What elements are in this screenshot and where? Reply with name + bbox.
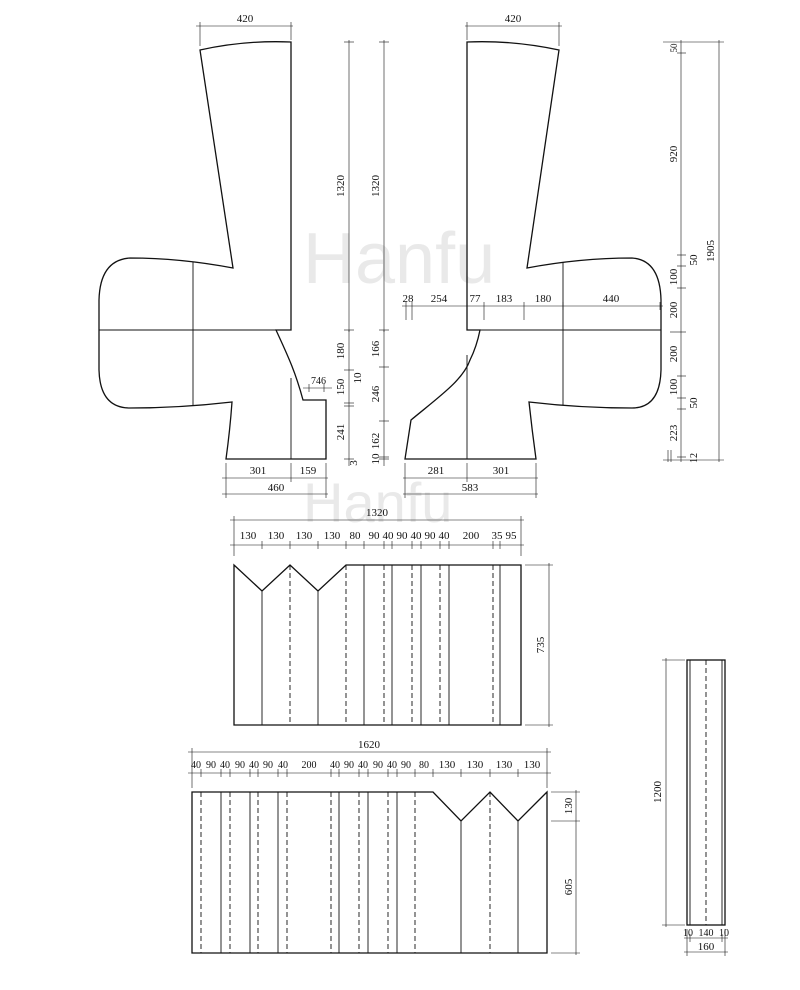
dim-upper-seg-10: 40 — [439, 530, 451, 542]
dim-right-seg-10: 10 — [370, 453, 382, 465]
dim-upper-seg-1: 130 — [268, 530, 285, 542]
dim-side-50-mid: 50 — [688, 254, 700, 266]
dim-left-seg-10: 10 — [352, 372, 364, 384]
dim-notch-6: 6 — [321, 376, 326, 387]
dim-left-seg-150: 150 — [335, 378, 347, 395]
dim-band-total: 160 — [698, 941, 715, 953]
watermark-text-lower: Hanfu — [303, 471, 452, 534]
dim-row-254: 254 — [431, 293, 448, 305]
right-sleeve-piece — [404, 41, 662, 460]
dim-band-height: 1200 — [652, 781, 664, 804]
dim-upper-seg-5: 90 — [369, 530, 381, 542]
dim-lower-seg-13: 90 — [401, 760, 411, 771]
dim-lower-height-top: 130 — [563, 797, 575, 814]
dim-lower-seg-12: 40 — [387, 760, 397, 771]
dim-lower-seg-15: 130 — [439, 759, 456, 771]
dim-upper-skirt-total: 1320 — [366, 507, 389, 519]
dimension-lines — [188, 22, 728, 956]
dim-side-223: 223 — [668, 424, 680, 441]
dim-lower-skirt-total: 1620 — [358, 739, 381, 751]
dim-lower-seg-14: 80 — [419, 760, 429, 771]
dim-lower-seg-9: 90 — [344, 760, 354, 771]
dimension-labels: 420 420 1320 180 150 10 241 3 74 6 1320 … — [191, 13, 729, 953]
dim-upper-seg-3: 130 — [324, 530, 341, 542]
dim-lower-seg-6: 40 — [278, 760, 288, 771]
dim-left-height: 1320 — [335, 175, 347, 198]
dim-band-seg-0: 10 — [683, 928, 693, 939]
dim-side-100-a: 100 — [668, 268, 680, 285]
dim-side-50-low: 50 — [688, 397, 700, 409]
dim-right-seg-246: 246 — [370, 385, 382, 402]
dim-side-200-a: 200 — [668, 301, 680, 318]
dim-lower-seg-0: 40 — [191, 760, 201, 771]
dim-side-50-top: 50 — [669, 43, 679, 53]
dim-lower-seg-1: 90 — [206, 760, 216, 771]
dim-row-180: 180 — [535, 293, 552, 305]
dim-upper-height: 735 — [535, 636, 547, 653]
lower-skirt-panel — [191, 790, 548, 954]
dim-row-440: 440 — [603, 293, 620, 305]
dim-upper-seg-12: 35 — [492, 530, 504, 542]
dim-right-seg-166: 166 — [370, 340, 382, 357]
dim-side-200-b: 200 — [668, 345, 680, 362]
dim-upper-seg-0: 130 — [240, 530, 257, 542]
left-piece-outline — [98, 41, 327, 460]
dim-upper-seg-2: 130 — [296, 530, 313, 542]
dim-upper-seg-7: 90 — [397, 530, 409, 542]
lower-skirt-outline — [191, 790, 548, 954]
upper-skirt-panel — [233, 563, 522, 726]
dim-left-seg-3: 3 — [348, 460, 360, 466]
watermark-text: Hanfu — [303, 219, 495, 299]
dim-side-total: 1905 — [705, 240, 717, 263]
dim-lower-seg-17: 130 — [496, 759, 513, 771]
dim-row-28: 28 — [403, 293, 415, 305]
dim-upper-seg-8: 40 — [411, 530, 423, 542]
dim-left-seg-180: 180 — [335, 342, 347, 359]
upper-skirt-outline — [233, 563, 522, 726]
dim-upper-seg-11: 200 — [463, 530, 480, 542]
waist-band-piece — [686, 659, 726, 926]
dim-upper-seg-13: 95 — [506, 530, 518, 542]
dim-band-seg-1: 140 — [699, 928, 714, 939]
dim-left-bottom-460: 460 — [268, 482, 285, 494]
dim-lower-seg-10: 40 — [358, 760, 368, 771]
dim-lower-seg-7: 200 — [302, 760, 317, 771]
dim-side-12: 12 — [689, 453, 700, 463]
right-piece-outline — [404, 41, 662, 460]
dim-lower-seg-16: 130 — [467, 759, 484, 771]
dim-upper-seg-9: 90 — [425, 530, 437, 542]
dim-band-seg-2: 10 — [719, 928, 729, 939]
dim-lower-seg-18: 130 — [524, 759, 541, 771]
dim-side-100-b: 100 — [668, 378, 680, 395]
dim-lower-seg-11: 90 — [373, 760, 383, 771]
dim-right-top-width: 420 — [505, 13, 522, 25]
dim-lower-seg-4: 40 — [249, 760, 259, 771]
dim-lower-seg-2: 40 — [220, 760, 230, 771]
dim-right-seg-162: 162 — [370, 433, 382, 450]
dim-row-77: 77 — [470, 293, 482, 305]
dim-left-seg-241: 241 — [335, 424, 347, 441]
dim-row-183: 183 — [496, 293, 513, 305]
dim-right-bottom-583: 583 — [462, 482, 479, 494]
dim-upper-seg-6: 40 — [383, 530, 395, 542]
dim-side-920: 920 — [668, 145, 680, 162]
left-sleeve-piece — [98, 41, 327, 460]
dim-right-bottom-301: 301 — [493, 465, 510, 477]
dim-right-height: 1320 — [370, 175, 382, 198]
dim-right-bottom-281: 281 — [428, 465, 445, 477]
dim-lower-seg-3: 90 — [235, 760, 245, 771]
dim-lower-seg-8: 40 — [330, 760, 340, 771]
dim-lower-seg-5: 90 — [263, 760, 273, 771]
dim-upper-seg-4: 80 — [350, 530, 362, 542]
dim-left-bottom-301: 301 — [250, 465, 267, 477]
dim-notch-74: 74 — [311, 376, 321, 387]
dim-left-bottom-159: 159 — [300, 465, 317, 477]
dim-lower-height-rest: 605 — [563, 878, 575, 895]
dim-left-top-width: 420 — [237, 13, 254, 25]
